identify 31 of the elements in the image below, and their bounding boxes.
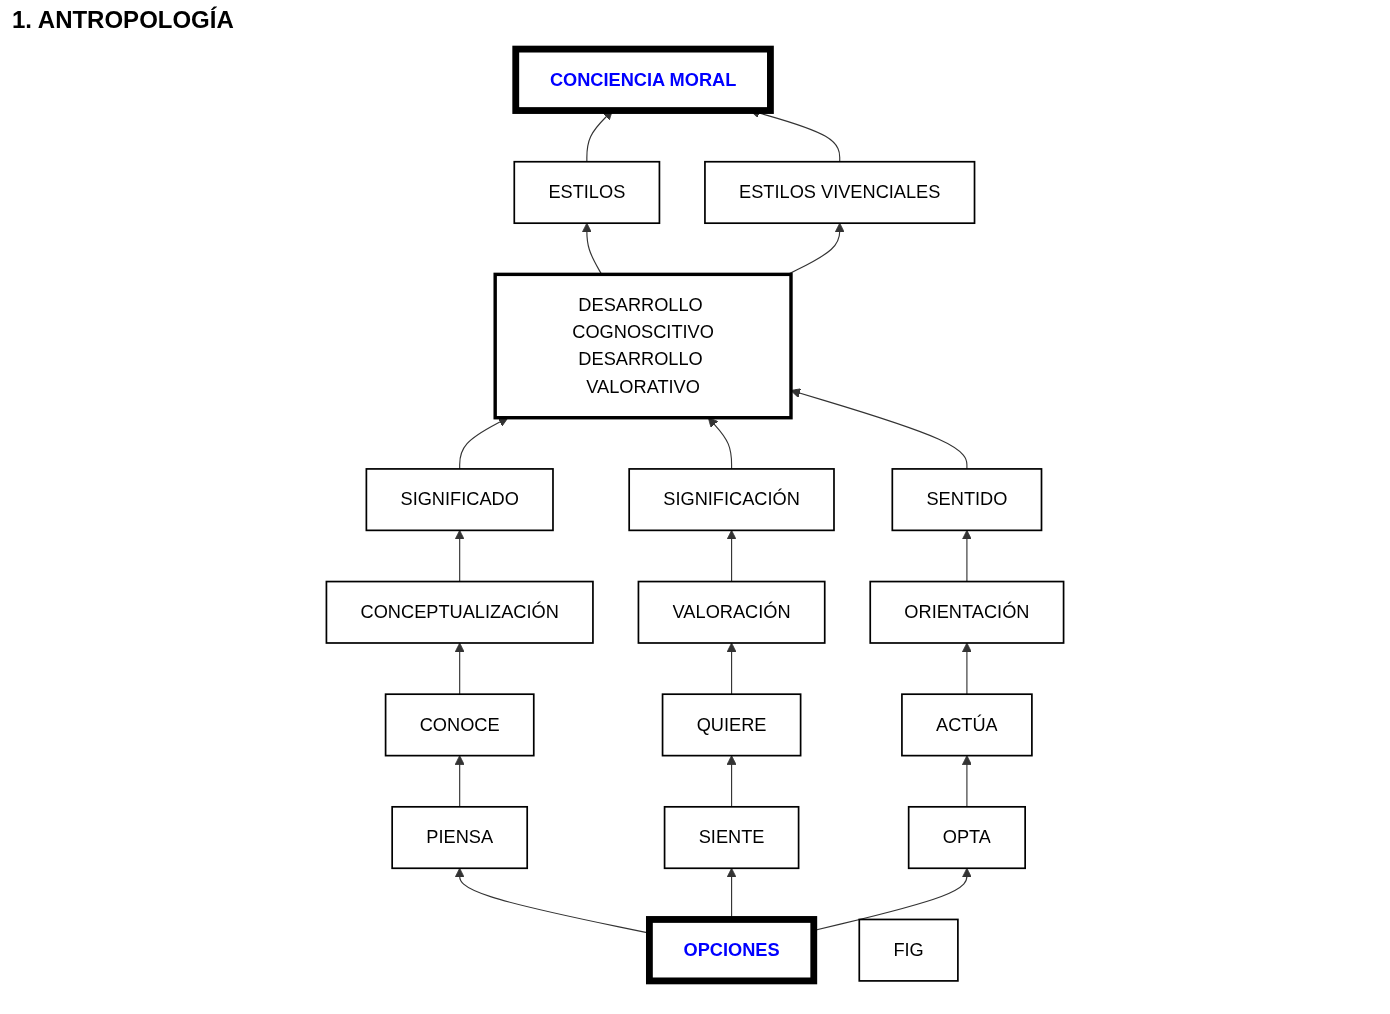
node-box: FIG [858,918,959,982]
node-box: ESTILOS [513,160,661,225]
node-box: OPTA [907,805,1026,870]
arrow [961,529,972,583]
node-box: OPCIONES [646,916,818,985]
arrow [961,755,972,808]
node-box: SIGNIFICADO [365,468,554,532]
node-box: DESARROLLO COGNOSCITIVO DESARROLLO VALORATIVO [493,272,793,420]
node-box: CONCEPTUALIZACIÓN [325,580,594,644]
node-box: CONOCE [384,693,535,757]
node-box: ORIENTACIÓN [869,580,1065,644]
node-box: ESTILOS VIVENCIALES [704,160,976,225]
arrow [454,642,465,695]
node-box: VALORACIÓN [637,580,826,644]
node-box: PIENSA [391,805,529,870]
arrow [707,417,733,470]
arrow [726,642,737,695]
node-box: SIENTE [663,805,800,870]
node-box: ACTÚA [901,693,1033,757]
node-box: CONCIENCIA MORAL [512,45,774,114]
node-box: QUIERE [661,693,802,757]
node-box: SENTIDO [891,468,1043,532]
arrow [454,529,465,583]
arrow [726,755,737,808]
arrow [726,529,737,583]
arrow [961,642,972,695]
node-box: SIGNIFICACIÓN [628,468,835,532]
arrow [581,222,603,275]
diagram-title: 1. ANTROPOLOGÍA [11,5,235,35]
arrow [454,755,465,808]
arrow [459,417,509,470]
